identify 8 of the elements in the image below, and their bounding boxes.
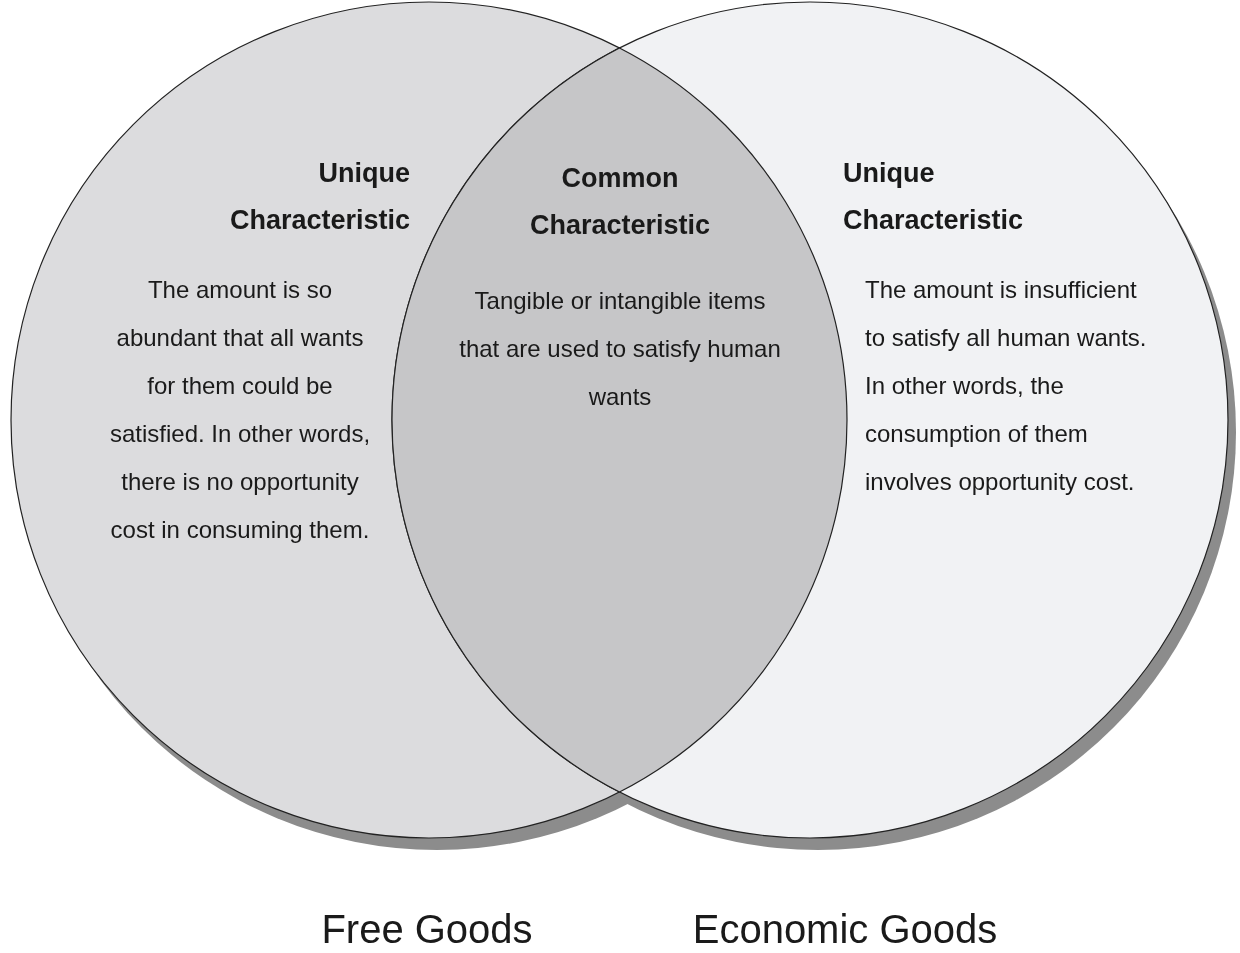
description-text: Tangible or intangible items that are used to satisfy human wants	[458, 286, 782, 412]
section-heading: Unique Characteristic	[228, 157, 410, 237]
set-label: Economic Goods	[691, 906, 999, 953]
section-heading: Unique Characteristic	[843, 157, 1025, 237]
section-heading: Common Characteristic	[528, 162, 712, 242]
description-text: The amount is insufficient to satisfy all human wants. In other words, the consumption of them involves opportunity cost.	[864, 275, 1148, 497]
set-label: Free Goods	[320, 906, 534, 953]
description-text: The amount is so abundant that all wants for them could be satisfied. In other words, there is no opportunity cost in consuming them.	[108, 275, 372, 545]
